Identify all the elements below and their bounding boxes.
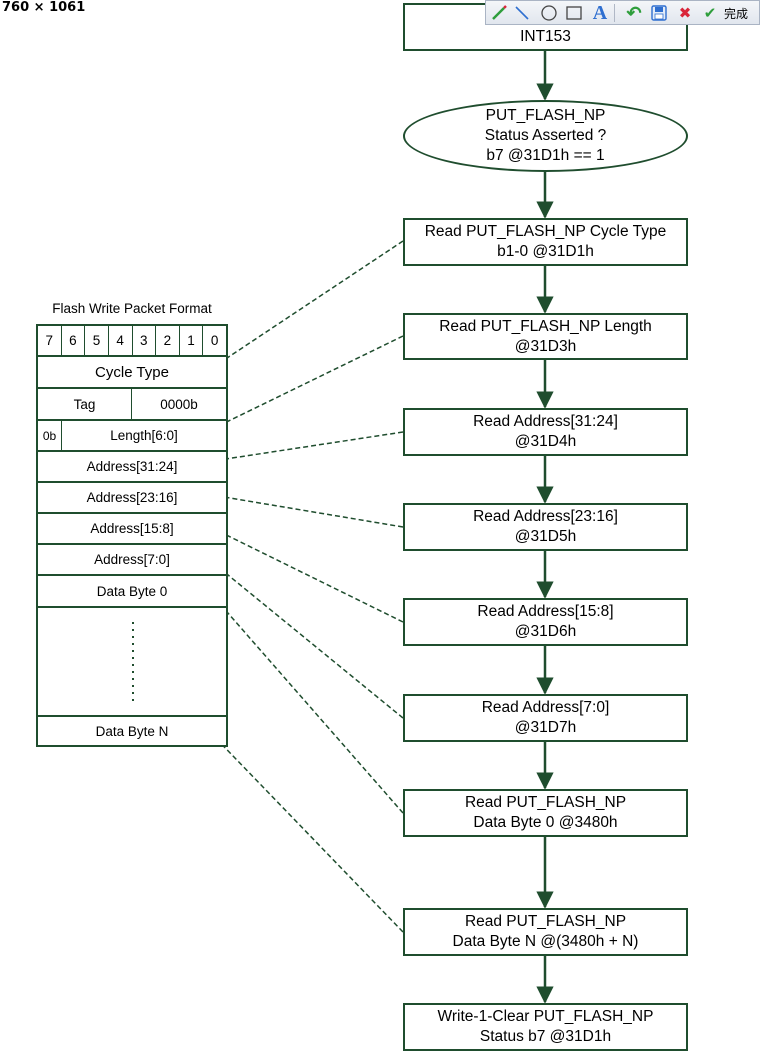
- done-button[interactable]: 完成: [723, 6, 748, 21]
- dashed-field-link: [206, 588, 404, 814]
- bit-1-label: 1: [180, 326, 204, 355]
- flow-node-read-data-byte-0: Read PUT_FLASH_NP Data Byte 0 @3480h: [403, 789, 688, 837]
- bit-3-label: 3: [133, 326, 157, 355]
- flow-node-read-data-byte-n: Read PUT_FLASH_NP Data Byte N @(3480h + …: [403, 908, 688, 956]
- packet-row-cycle-type: Cycle Type: [38, 357, 226, 389]
- address-23-16-cell: Address[23:16]: [86, 490, 178, 505]
- flow-decision-status-asserted: PUT_FLASH_NP Status Asserted ? b7 @31D1h…: [403, 100, 688, 172]
- dashed-field-link: [206, 240, 404, 372]
- flow-node-read-cycle-type: Read PUT_FLASH_NP Cycle Type b1-0 @31D1h: [403, 218, 688, 266]
- bit-7-label: 7: [38, 326, 62, 355]
- bit-0-label: 0: [210, 333, 219, 348]
- bit-2-label: 2: [156, 326, 180, 355]
- packet-row-ellipsis: [38, 608, 226, 717]
- tag-cell: Tag: [38, 389, 132, 419]
- flow-node-write-1-clear-status: Write-1-Clear PUT_FLASH_NP Status b7 @31…: [403, 1003, 688, 1051]
- vertical-ellipsis-icon: [132, 622, 134, 704]
- text-icon[interactable]: A: [592, 1, 608, 24]
- address-7-0-cell: Address[7:0]: [94, 552, 170, 567]
- packet-row-address-7-0: Address[7:0]: [38, 545, 226, 576]
- annotation-toolbar: A ↶ ✖ ✔ 完成: [485, 0, 760, 25]
- packet-row-tag: Tag 0000b: [38, 389, 226, 421]
- packet-row-address-23-16: Address[23:16]: [38, 483, 226, 514]
- dashed-field-link: [206, 525, 404, 623]
- packet-row-data-byte-0: Data Byte 0: [38, 576, 226, 608]
- dashed-field-link: [206, 494, 404, 528]
- dimension-caption: 760 × 1061: [2, 0, 86, 15]
- ellipse-icon[interactable]: [539, 3, 559, 23]
- length-cell: Length[6:0]: [110, 428, 178, 443]
- cycle-type-cell: Cycle Type: [95, 363, 169, 381]
- packet-format-title: Flash Write Packet Format: [52, 301, 212, 316]
- bit-4-label: 4: [109, 326, 133, 355]
- data-byte-n-cell: Data Byte N: [95, 723, 169, 739]
- packet-bit-header-row: 7 6 5 4 3 2 1 0: [38, 326, 226, 357]
- packet-row-address-31-24: Address[31:24]: [38, 452, 226, 483]
- dashed-field-link: [206, 728, 404, 933]
- check-icon[interactable]: ✔: [703, 5, 717, 22]
- flow-node-read-address-15-8: Read Address[15:8] @31D6h: [403, 598, 688, 646]
- save-icon[interactable]: [649, 3, 669, 23]
- rectangle-icon[interactable]: [564, 3, 584, 23]
- flow-node-read-address-23-16: Read Address[23:16] @31D5h: [403, 503, 688, 551]
- flow-node-read-address-7-0: Read Address[7:0] @31D7h: [403, 694, 688, 742]
- cancel-icon[interactable]: ✖: [678, 5, 692, 22]
- undo-icon[interactable]: ↶: [626, 2, 642, 23]
- packet-row-length: 0b Length[6:0]: [38, 421, 226, 452]
- bit-6-label: 6: [62, 326, 86, 355]
- data-byte-0-cell: Data Byte 0: [96, 583, 168, 599]
- pencil-icon[interactable]: [489, 3, 509, 23]
- address-31-24-cell: Address[31:24]: [86, 459, 178, 474]
- length-prefix-cell: 0b: [38, 421, 62, 450]
- packet-row-address-15-8: Address[15:8]: [38, 514, 226, 545]
- tag-value-cell: 0000b: [160, 396, 198, 412]
- packet-row-data-byte-n: Data Byte N: [38, 717, 226, 745]
- dashed-field-link: [206, 335, 404, 432]
- line-icon[interactable]: [512, 3, 532, 23]
- flow-node-read-length: Read PUT_FLASH_NP Length @31D3h: [403, 313, 688, 360]
- flash-write-packet-table: 7 6 5 4 3 2 1 0 Cycle Type Tag 0000b 0b …: [36, 324, 228, 747]
- dashed-field-link: [206, 431, 404, 462]
- bit-5-label: 5: [85, 326, 109, 355]
- flow-node-read-address-31-24: Read Address[31:24] @31D4h: [403, 408, 688, 456]
- address-15-8-cell: Address[15:8]: [90, 521, 174, 536]
- dashed-field-link: [206, 557, 404, 719]
